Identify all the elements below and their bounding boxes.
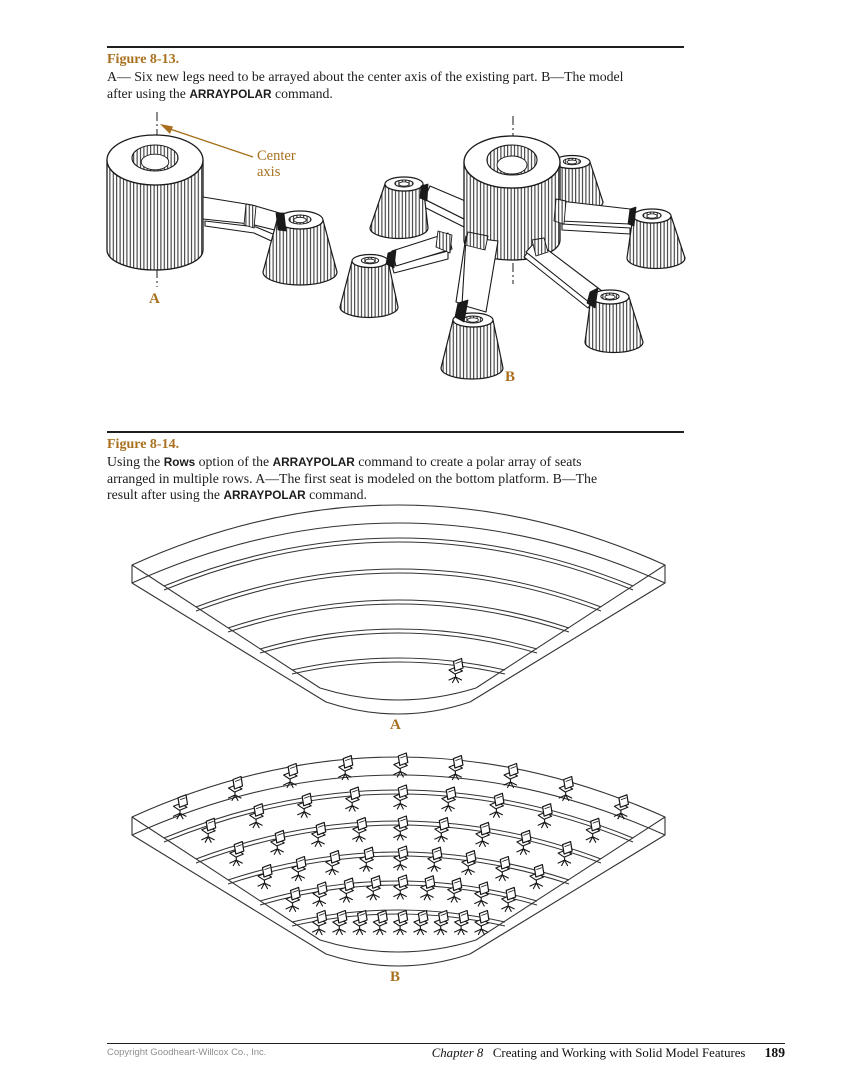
center-axis-leader-line: [163, 126, 254, 158]
line-art-shape: [262, 219, 338, 286]
line-art-shape: [259, 628, 538, 650]
line-art-shape: [195, 824, 602, 864]
line-art-shape: [131, 522, 666, 584]
line-art-shape: [163, 541, 634, 591]
line-art-shape: [553, 198, 567, 225]
line-art-shape: [559, 200, 631, 225]
line-art-shape: [163, 537, 634, 587]
center-axis-label-line2: axis: [257, 164, 281, 180]
line-art-shape: [131, 564, 321, 689]
part-label-b-fig14: B: [390, 969, 400, 985]
line-art-shape: [227, 603, 570, 633]
line-art-shape: [626, 215, 686, 270]
line-art-shape: [227, 599, 570, 629]
line-art-shape: [369, 183, 429, 240]
line-art-shape: [243, 203, 257, 229]
footer-copyright: Copyright Goodheart-Willcox Co., Inc.: [107, 1047, 267, 1058]
line-art-shape: [291, 661, 506, 675]
line-art-shape: [604, 294, 616, 300]
figure-8-14-part-a-platform: [131, 504, 666, 715]
line-art-shape: [293, 216, 307, 224]
figure-8-13-caption: A— Six new legs need to be arrayed about…: [107, 69, 624, 101]
part-label-b-fig13: B: [505, 369, 515, 385]
line-art-shape: [561, 223, 631, 235]
line-art-shape: [496, 155, 528, 175]
figure-8-13-top-rule: [107, 46, 684, 48]
footer-page-number: 189: [764, 1045, 785, 1060]
line-art-shape: [419, 183, 429, 202]
footer-rule: [107, 1043, 785, 1044]
line-art-shape: [435, 230, 453, 254]
line-art-shape: [467, 317, 479, 323]
figure-8-13-part-b-drawing: [339, 116, 686, 380]
line-art-shape: [475, 564, 666, 689]
line-art-shape: [319, 687, 477, 701]
line-art-shape: [195, 572, 602, 612]
line-art-shape: [646, 213, 658, 219]
figure-8-14-part-b-platform: [131, 752, 666, 967]
line-art-shape: [131, 816, 321, 941]
line-art-shape: [586, 287, 599, 309]
part-label-a-fig13: A: [149, 291, 160, 307]
line-art-shape: [275, 212, 287, 232]
footer-chapter-line: Chapter 8 Creating and Working with Soli…: [300, 1045, 785, 1061]
line-art-shape: [364, 258, 376, 264]
line-art-shape: [291, 657, 506, 671]
line-art-shape: [475, 816, 666, 941]
center-axis-label-line1: Center: [257, 148, 296, 164]
line-art-shape: [259, 632, 538, 654]
line-art-shape: [163, 793, 634, 843]
line-art-shape: [398, 181, 410, 187]
line-art-shape: [385, 249, 397, 269]
part-label-a-fig14: A: [390, 717, 401, 733]
line-art-shape: [319, 939, 477, 953]
line-art-shape: [339, 260, 399, 319]
line-art-shape: [440, 319, 504, 380]
center-axis-annotation: Center axis: [160, 124, 296, 180]
footer-chapter-title: Creating and Working with Solid Model Fe…: [492, 1046, 746, 1060]
figure-8-14-heading: Figure 8-14.: [107, 437, 180, 452]
line-art-shape: [464, 231, 489, 251]
figure-8-13-part-a-drawing: [106, 112, 338, 287]
line-art-shape: [454, 299, 469, 323]
line-art-shape: [131, 504, 666, 715]
line-art-shape: [627, 206, 637, 227]
footer-chapter-number: Chapter 8: [431, 1046, 484, 1060]
line-art-shape: [140, 153, 170, 171]
line-art-shape: [195, 568, 602, 608]
center-axis-arrowhead-icon: [160, 124, 173, 134]
line-art-shape: [566, 159, 578, 165]
figure-8-14-top-rule: [107, 431, 684, 433]
line-art-shape: [531, 237, 549, 257]
figure-8-13-heading: Figure 8-13.: [107, 52, 180, 67]
figure-8-14-caption: Using the Rows option of the ARRAYPOLAR …: [107, 454, 598, 503]
